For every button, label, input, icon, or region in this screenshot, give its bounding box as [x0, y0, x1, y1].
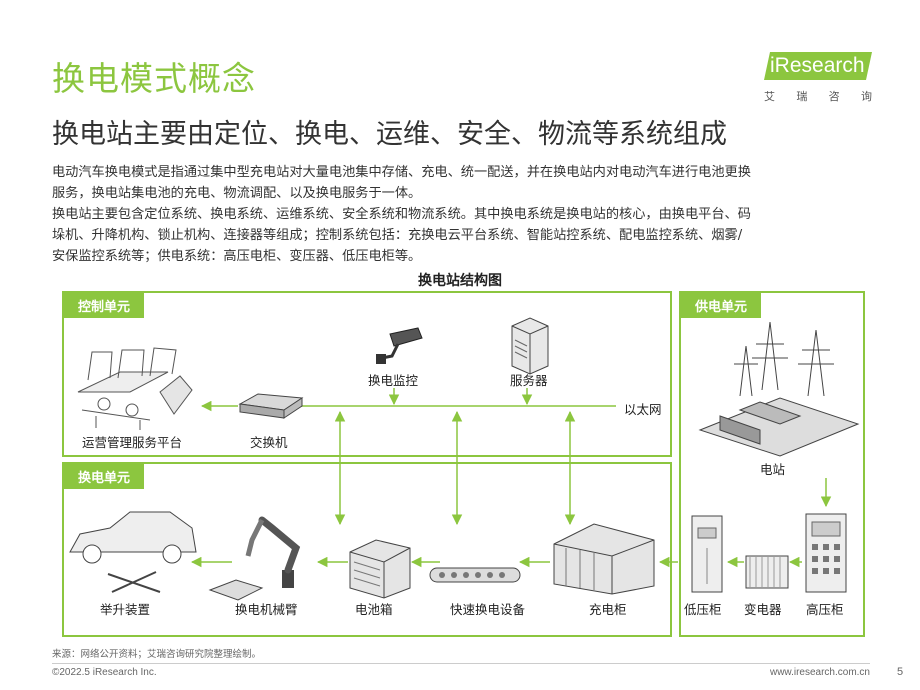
logo-char: 咨	[828, 90, 840, 103]
node-swap-monitoring: 换电监控	[368, 373, 419, 388]
paragraph-line: 垛机、升降机构、锁止机构、连接器等组成；控制系统包括：充换电云平台系统、智能站控…	[52, 228, 743, 243]
page-subtitle: 换电站主要由定位、换电、运维、安全、物流等系统组成	[52, 119, 727, 150]
power-unit-box: 供电单元	[679, 291, 865, 637]
paragraph-line: 电动汽车换电模式是指通过集中型充电站对大量电池集中存储、充电、统一配送，并在换电…	[52, 165, 751, 180]
swap-unit-box: 换电单元	[62, 462, 672, 637]
node-ethernet: 以太网	[624, 402, 662, 417]
copyright: ©2022.5 iResearch Inc.	[52, 667, 157, 678]
node-charging-cabinet: 充电柜	[589, 602, 627, 617]
node-lift-device: 举升装置	[100, 602, 151, 617]
switch-illustration	[238, 393, 304, 419]
logo-char: 瑞	[796, 90, 808, 103]
camera-illustration	[376, 327, 423, 364]
logo-badge-shape	[764, 52, 872, 80]
node-operations-platform: 运营管理服务平台	[82, 435, 183, 450]
logo-wordmark: iResearch	[770, 54, 865, 77]
battery-box-illustration	[349, 539, 411, 599]
node-high-voltage-cabinet: 高压柜	[806, 602, 844, 617]
server-illustration	[511, 317, 549, 375]
node-transformer: 变电器	[744, 602, 782, 617]
transformer-illustration	[745, 555, 789, 589]
logo-char: 艾	[764, 90, 775, 103]
power-station-illustration	[698, 321, 860, 457]
intro-paragraph: 电动汽车换电模式是指通过集中型充电站对大量电池集中存储、充电、统一配送，并在换电…	[52, 162, 872, 267]
low-voltage-cabinet-illustration	[691, 515, 723, 593]
node-low-voltage-cabinet: 低压柜	[684, 602, 722, 617]
page-title: 换电模式概念	[52, 59, 256, 98]
iresearch-logo: iResearch 艾 瑞 咨 询	[762, 48, 874, 104]
website-url: www.iresearch.com.cn	[769, 667, 870, 678]
node-power-station: 电站	[760, 462, 786, 477]
control-room-illustration	[77, 347, 193, 430]
node-switch: 交换机	[250, 435, 288, 450]
quick-swap-illustration	[429, 567, 521, 583]
footer-divider	[52, 663, 870, 664]
swap-unit-label: 换电单元	[64, 464, 145, 489]
node-server: 服务器	[510, 373, 548, 388]
logo-chinese-name: 艾 瑞 咨 询	[762, 88, 874, 104]
node-swap-robot-arm: 换电机械臂	[235, 602, 298, 617]
ethernet-bus	[300, 388, 616, 407]
diagram-title: 换电站结构图	[418, 273, 502, 289]
control-unit-box: 控制单元	[62, 291, 672, 457]
high-voltage-cabinet-illustration	[805, 513, 847, 593]
control-unit-label: 控制单元	[64, 293, 145, 318]
robot-arm-illustration	[208, 516, 301, 601]
node-battery-box: 电池箱	[355, 602, 393, 617]
charging-cabinet-illustration	[553, 523, 655, 595]
paragraph-line: 服务，换电站集电池的充电、物流调配、以及换电服务于一体。	[52, 186, 422, 201]
power-unit-label: 供电单元	[681, 293, 762, 318]
paragraph-line: 安保监控系统等；供电系统：高压电柜、变压器、低压电柜等。	[52, 249, 422, 264]
paragraph-line: 换电站主要包含定位系统、换电系统、运维系统、安全系统和物流系统。其中换电系统是换…	[52, 207, 751, 222]
source-note: 来源：网络公开资料；艾瑞咨询研究院整理绘制。	[52, 649, 262, 660]
page-number: 5	[897, 666, 904, 678]
node-quick-swap-device: 快速换电设备	[450, 602, 526, 617]
car-illustration	[69, 511, 197, 593]
logo-char: 询	[860, 90, 872, 103]
